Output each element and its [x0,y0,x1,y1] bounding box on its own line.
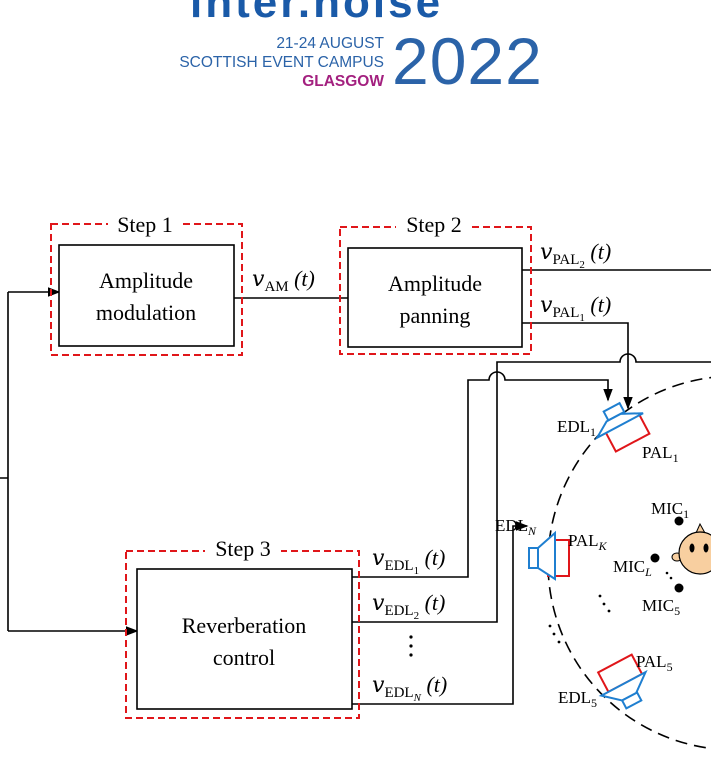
micl-label: MICL [613,557,652,579]
block-label: Amplitude [99,268,193,293]
step-1-title: Step 1 [117,212,173,237]
mic1-label: MIC1 [651,499,689,521]
step-3-title: Step 3 [215,536,271,561]
logo-dates: 21-24 AUGUST [276,35,384,52]
amplitude-modulation-block [58,244,235,347]
speaker-edl5-pal5 [596,653,648,710]
amplitude-panning-block [347,247,523,348]
speaker-edln-palk [528,530,570,581]
signal-label-pal1: vPAL1 (t) [540,292,611,324]
edln-label: EDLN [495,516,537,538]
signal-label-pal2: vPAL2 (t) [540,239,611,271]
logo-venue: SCOTTISH EVENT CAMPUS [179,54,384,71]
signal-label-edl1: vEDL1 (t) [372,545,445,577]
step-2-title: Step 2 [406,212,462,237]
microphones [548,516,684,644]
step-1: Step 1 Amplitude modulation [50,212,243,356]
signal-label-edln: vEDLN (t) [372,672,447,704]
step-2: Step 2 Amplitude panning [339,212,532,355]
logo-banner: inter.noise [190,0,444,27]
edl5-label: EDL5 [558,688,597,710]
block-label: panning [400,303,471,328]
listener-head [671,522,711,575]
step-3: Step 3 Reverberation control [125,536,360,719]
signal-label-edl2: vEDL2 (t) [372,590,445,622]
edl1-label: EDL1 [557,417,596,439]
mic5-label: MIC5 [642,596,680,618]
conference-logo: inter.noise 21-24 AUGUST SCOTTISH EVENT … [0,0,711,100]
logo-info: 21-24 AUGUST SCOTTISH EVENT CAMPUS GLASG… [160,34,384,91]
block-label: control [213,645,275,670]
block-label: modulation [96,300,196,325]
vertical-ellipsis [409,635,413,657]
logo-year: 2022 [392,24,543,98]
pal1-label: PAL1 [642,443,679,465]
reverberation-control-block [136,568,353,710]
speaker-edl1-pal1 [594,401,651,453]
block-label: Amplitude [388,271,482,296]
signal-label-am: vAM (t) [252,266,315,295]
palk-label: PALK [568,531,608,553]
block-label: Reverberation [182,613,307,638]
pal5-label: PAL5 [636,652,673,674]
logo-city: GLASGOW [302,73,384,90]
